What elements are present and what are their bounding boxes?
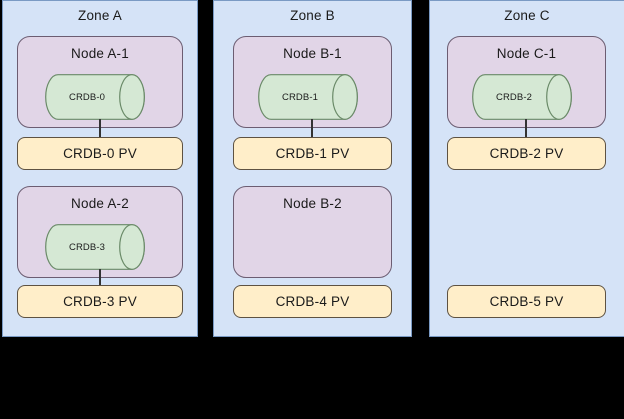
pv-box-crdb-5[interactable]: CRDB-5 PV (447, 285, 606, 318)
node-title-b-1: Node B-1 (283, 46, 342, 61)
cylinder-icon (472, 74, 572, 120)
node-box-b-2[interactable]: Node B-2 (233, 186, 392, 278)
database-cylinder-crdb-0[interactable]: CRDB-0 (45, 74, 155, 120)
zone-title-a: Zone A (78, 8, 122, 23)
node-title-a-2: Node A-2 (71, 196, 129, 211)
connector-c-1-to-pv (525, 119, 527, 138)
pv-box-crdb-1[interactable]: CRDB-1 PV (233, 137, 392, 170)
zone-title-b: Zone B (290, 8, 335, 23)
database-cylinder-crdb-1[interactable]: CRDB-1 (258, 74, 368, 120)
node-title-a-1: Node A-1 (71, 46, 129, 61)
node-title-b-2: Node B-2 (283, 196, 342, 211)
pv-box-crdb-3[interactable]: CRDB-3 PV (17, 285, 183, 318)
connector-b-1-to-pv (311, 119, 313, 138)
database-cylinder-crdb-3[interactable]: CRDB-3 (45, 224, 155, 270)
pv-box-crdb-2[interactable]: CRDB-2 PV (447, 137, 606, 170)
pv-box-crdb-0[interactable]: CRDB-0 PV (17, 137, 183, 170)
zone-title-c: Zone C (504, 8, 550, 23)
database-cylinder-crdb-2[interactable]: CRDB-2 (472, 74, 582, 120)
cylinder-icon (258, 74, 358, 120)
connector-a-1-to-pv (99, 119, 101, 138)
node-title-c-1: Node C-1 (496, 46, 557, 61)
pv-box-crdb-4[interactable]: CRDB-4 PV (233, 285, 392, 318)
cylinder-icon (45, 224, 145, 270)
cylinder-icon (45, 74, 145, 120)
connector-a-2-to-pv (99, 269, 101, 286)
